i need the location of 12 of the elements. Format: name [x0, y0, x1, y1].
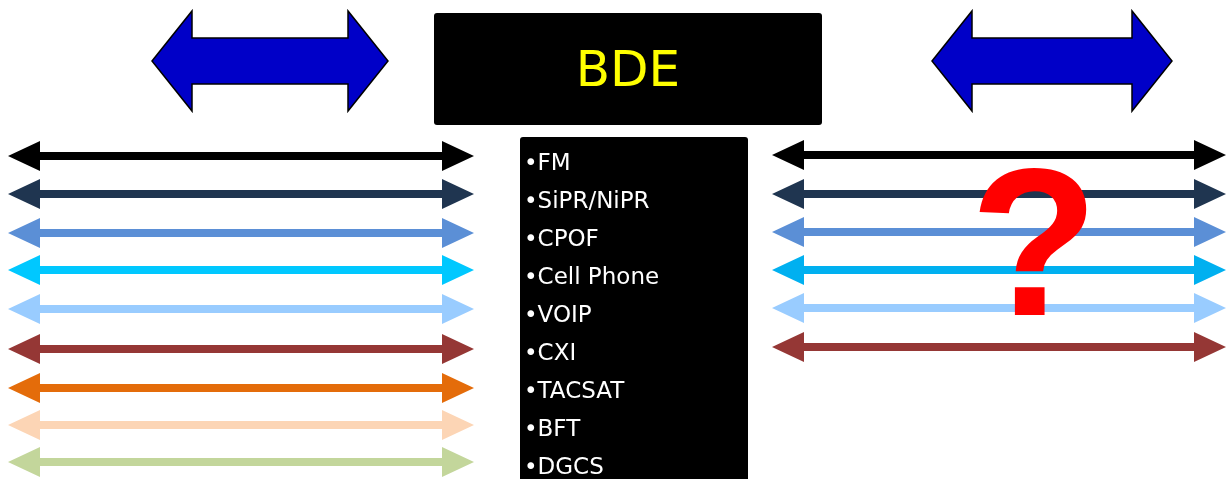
- list-item: •FM: [524, 148, 571, 177]
- list-item: •Cell Phone: [524, 262, 660, 291]
- list-item: •CPOF: [524, 224, 599, 253]
- list-item: •CXI: [524, 338, 577, 367]
- list-item: •BFT: [524, 414, 581, 443]
- list-item: •TACSAT: [524, 376, 625, 405]
- list-panel: [520, 137, 748, 479]
- title-box: [434, 13, 822, 125]
- list-item: •VOIP: [524, 300, 592, 329]
- title-text: BDE: [575, 40, 681, 98]
- list-item: •SiPR/NiPR: [524, 186, 650, 215]
- list-item: •DGCS: [524, 452, 604, 479]
